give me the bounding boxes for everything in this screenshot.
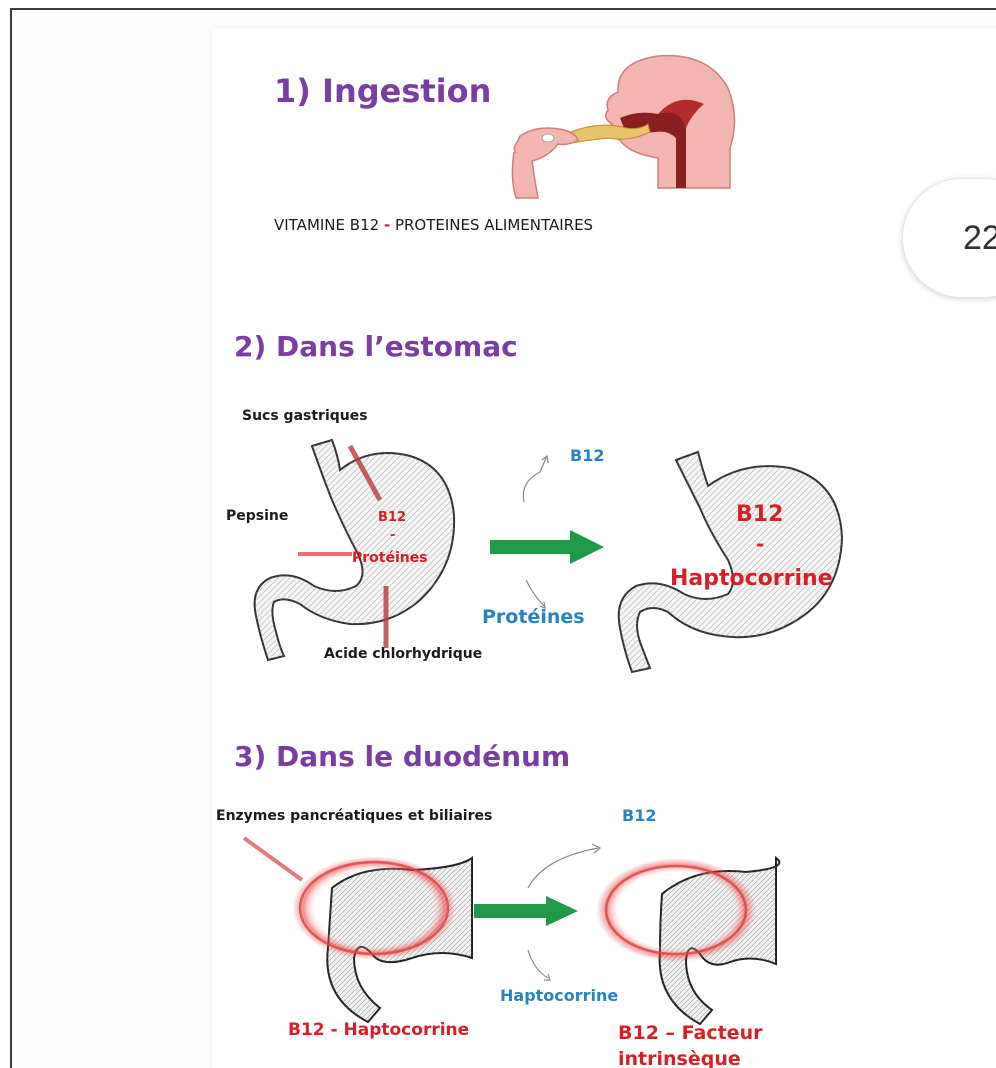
caption-proteins: PROTEINES ALIMENTAIRES	[395, 216, 593, 234]
head-eating-icon	[508, 48, 768, 198]
content-card: 1) Ingestion VITAMINE B12 - PROTEINES AL…	[212, 28, 996, 1068]
stomach-result-icon	[604, 446, 864, 676]
result-haptocorrine: Haptocorrine	[670, 566, 833, 591]
duodenum-icon	[262, 828, 472, 1028]
stomach-out-b12: B12	[570, 446, 604, 465]
ingestion-caption: VITAMINE B12 - PROTEINES ALIMENTAIRES	[274, 216, 593, 234]
section-title-duodenum: 3) Dans le duodénum	[234, 740, 570, 773]
result-dash: -	[756, 532, 764, 556]
section-title-ingestion: 1) Ingestion	[274, 72, 491, 110]
duodenum-right-caption-line2: intrinsèque	[618, 1048, 741, 1068]
label-enzymes: Enzymes pancréatiques et biliaires	[216, 808, 492, 824]
stomach-inner-dash: -	[390, 528, 395, 543]
page-number-label: 22	[963, 219, 996, 258]
caption-vitamin: VITAMINE B12	[274, 216, 379, 234]
curved-arrow-up-icon	[510, 446, 560, 506]
duodenum-right-caption-line1: B12 – Facteur	[618, 1022, 762, 1044]
duodenum-result-icon	[600, 828, 812, 1028]
duodenum-left-caption: B12 - Haptocorrine	[288, 1020, 469, 1040]
screenshot-frame: 1) Ingestion VITAMINE B12 - PROTEINES AL…	[10, 8, 996, 1068]
curved-arrow-down-icon-2	[524, 946, 564, 986]
stomach-inner-b12: B12	[378, 510, 406, 525]
caption-separator: -	[384, 216, 390, 234]
green-arrow-icon-2	[474, 896, 580, 926]
duodenum-out-b12: B12	[622, 806, 656, 825]
result-b12: B12	[736, 502, 783, 527]
curved-arrow-up-icon-2	[524, 828, 604, 898]
stomach-inner-proteins: Protéines	[352, 550, 428, 566]
green-arrow-icon	[490, 530, 606, 564]
stomach-out-proteins: Protéines	[482, 606, 585, 628]
section-title-stomach: 2) Dans l’estomac	[234, 330, 518, 363]
label-sucs-gastriques: Sucs gastriques	[242, 408, 368, 424]
